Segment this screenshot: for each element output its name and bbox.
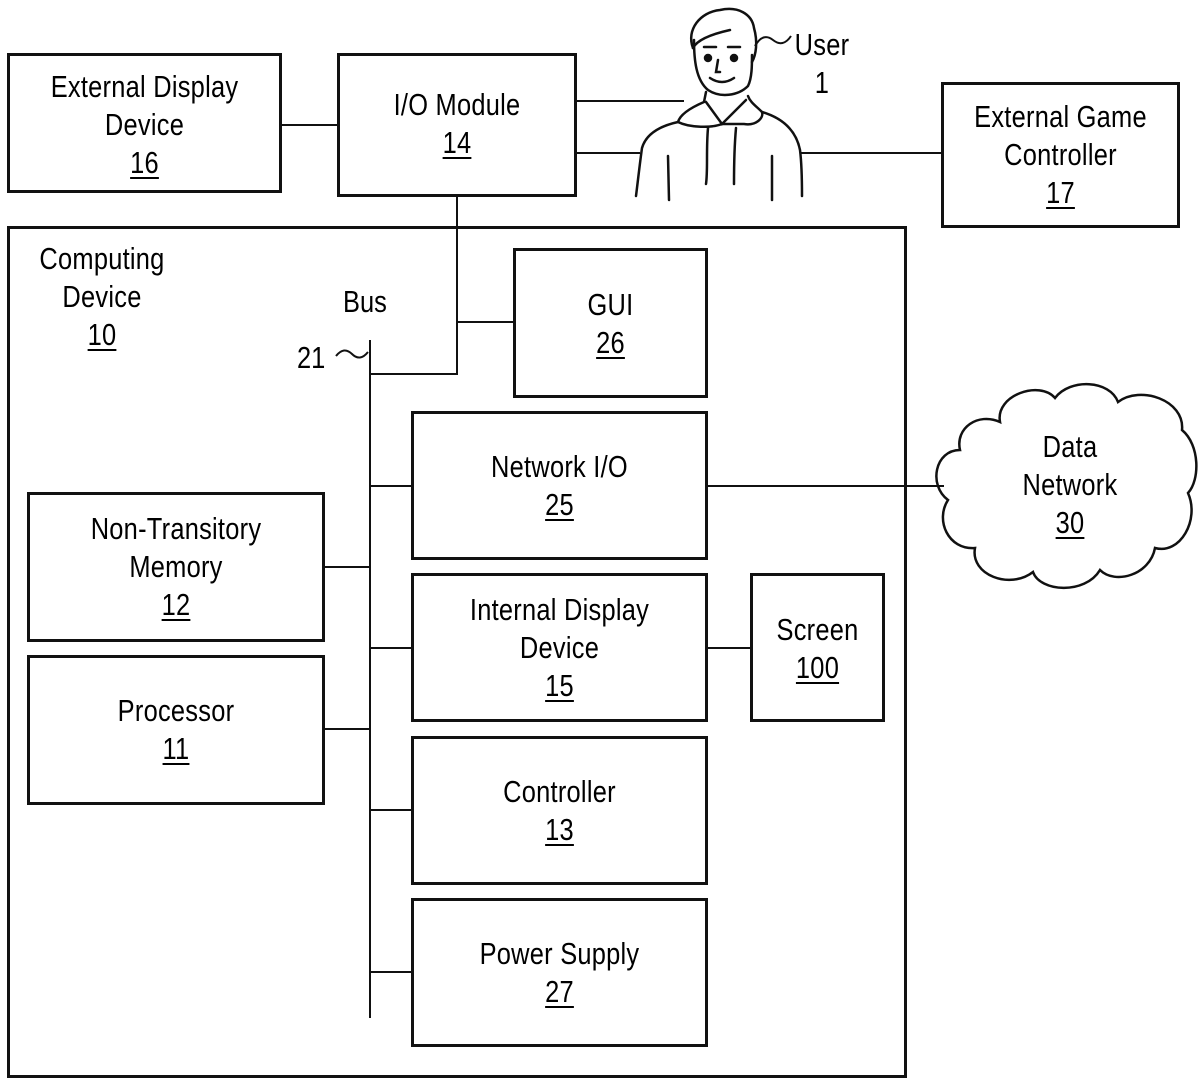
- processor-name: Processor: [54, 692, 298, 730]
- computing-device-name-line-1: Computing: [36, 240, 167, 278]
- gui-label: GUI 26: [531, 286, 691, 362]
- data-network-ref: 30: [1056, 504, 1085, 542]
- screen-label: Screen 100: [762, 611, 873, 687]
- controller-name: Controller: [438, 773, 682, 811]
- computing-device-ref: 10: [88, 316, 117, 354]
- computing-device-label: Computing Device 10: [36, 240, 167, 354]
- external-display-name-line-1: External Display: [32, 68, 258, 106]
- io-module-ref: 14: [443, 124, 472, 162]
- memory-name-line-1: Non-Transitory: [54, 510, 298, 548]
- memory-name-line-2: Memory: [54, 548, 298, 586]
- data-network-label: Data Network 30: [1004, 428, 1135, 542]
- external-display-device-label: External Display Device 16: [32, 68, 258, 182]
- network-io-label: Network I/O 25: [438, 448, 682, 524]
- network-io-name: Network I/O: [438, 448, 682, 486]
- internal-display-device-label: Internal Display Device 15: [438, 591, 682, 705]
- external-display-name-line-2: Device: [32, 106, 258, 144]
- user-name: User: [789, 26, 855, 64]
- external-game-controller-label: External Game Controller 17: [963, 98, 1159, 212]
- data-network-name-line-1: Data: [1004, 428, 1135, 466]
- data-network-name-line-2: Network: [1004, 466, 1135, 504]
- external-display-ref: 16: [130, 144, 159, 182]
- user-figure-icon: [636, 9, 802, 200]
- bus-ref: 21: [297, 339, 325, 377]
- network-io-ref: 25: [545, 486, 574, 524]
- screen-name: Screen: [762, 611, 873, 649]
- io-module-name: I/O Module: [359, 86, 556, 124]
- controller-ref: 13: [545, 811, 574, 849]
- controller-label: Controller 13: [438, 773, 682, 849]
- processor-ref: 11: [163, 730, 190, 768]
- computing-device-name-line-2: Device: [36, 278, 167, 316]
- internal-display-ref: 15: [545, 667, 574, 705]
- bus-label: Bus: [343, 283, 387, 321]
- power-supply-ref: 27: [545, 973, 574, 1011]
- internal-display-name-line-1: Internal Display: [438, 591, 682, 629]
- power-supply-label: Power Supply 27: [438, 935, 682, 1011]
- memory-label: Non-Transitory Memory 12: [54, 510, 298, 624]
- game-controller-name-line-2: Controller: [963, 136, 1159, 174]
- screen-ref: 100: [796, 649, 839, 687]
- user-ref: 1: [789, 64, 855, 102]
- memory-ref: 12: [162, 586, 191, 624]
- processor-label: Processor 11: [54, 692, 298, 768]
- gui-ref: 26: [596, 324, 625, 362]
- power-supply-name: Power Supply: [438, 935, 682, 973]
- game-controller-name-line-1: External Game: [963, 98, 1159, 136]
- user-leader-line: [755, 36, 791, 46]
- game-controller-ref: 17: [1046, 174, 1075, 212]
- io-module-label: I/O Module 14: [359, 86, 556, 162]
- gui-name: GUI: [531, 286, 691, 324]
- user-label: User 1: [789, 26, 855, 102]
- internal-display-name-line-2: Device: [438, 629, 682, 667]
